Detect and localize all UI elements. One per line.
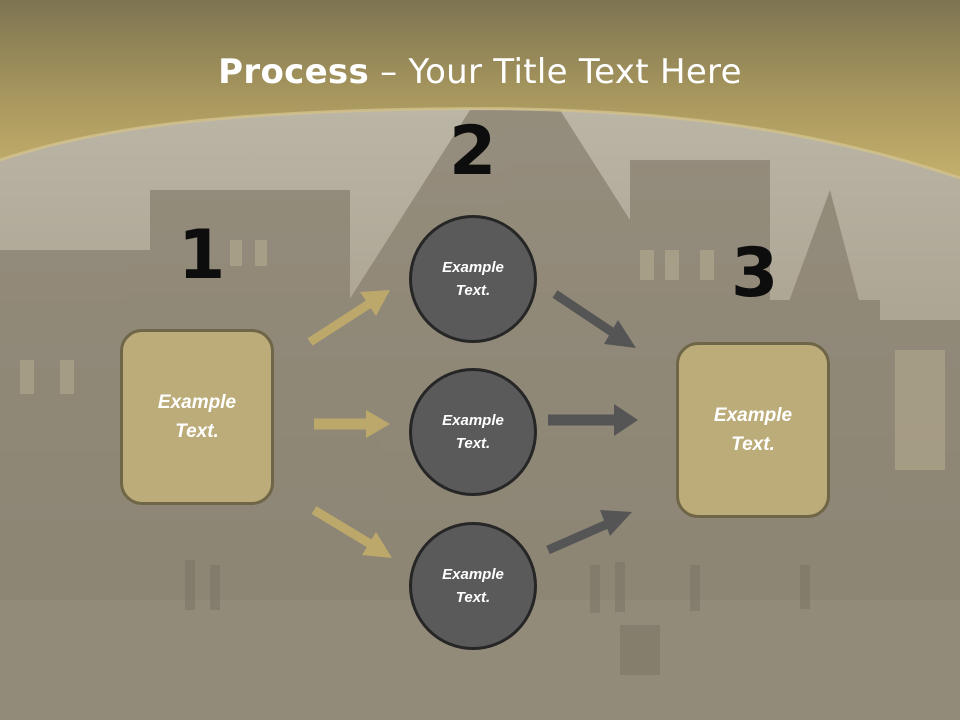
circle-middle: Example Text. (409, 368, 537, 496)
step-number-2: 2 (449, 112, 497, 191)
right-box-line2: Text. (731, 434, 775, 455)
step-number-3: 3 (731, 234, 779, 313)
circle-bottom-line2: Text. (455, 589, 491, 606)
circle-top-line1: Example (442, 259, 504, 276)
circle-top: Example Text. (409, 215, 537, 343)
left-box-line1: Example (157, 392, 237, 413)
title-rest: – Your Title Text Here (369, 52, 742, 92)
left-box-line2: Text. (175, 421, 219, 442)
step-number-1: 1 (178, 216, 226, 295)
right-step-box: Example Text. (676, 342, 830, 518)
circle-middle-line1: Example (442, 412, 504, 429)
circle-top-line2: Text. (455, 282, 491, 299)
circle-bottom: Example Text. (409, 522, 537, 650)
circle-middle-line2: Text. (455, 435, 491, 452)
slide-title: Process – Your Title Text Here (0, 52, 960, 92)
title-bold: Process (218, 52, 370, 92)
left-step-box: Example Text. (120, 329, 274, 505)
circle-bottom-line1: Example (442, 566, 504, 583)
right-box-line1: Example (713, 405, 793, 426)
